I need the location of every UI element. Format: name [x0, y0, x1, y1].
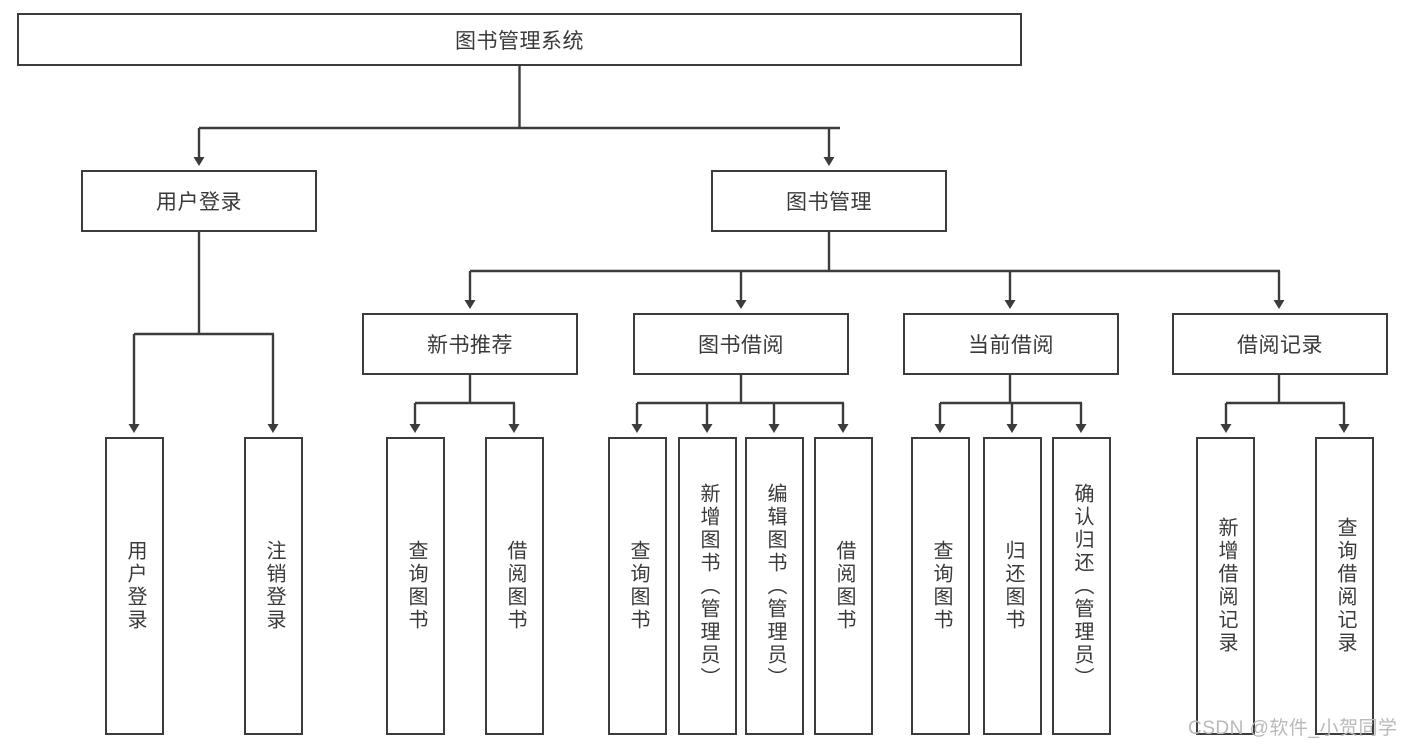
- leaf-add-book-label: 新增图书（管理员）: [697, 482, 719, 690]
- node-user-login-label: 用户登录: [156, 191, 242, 214]
- leaf-borrow-book-rec-label: 借阅图书: [504, 540, 526, 632]
- leaf-edit-book-label: 编辑图书（管理员）: [764, 482, 786, 690]
- leaf-query-record-label: 查询借阅记录: [1334, 517, 1356, 655]
- leaf-logout[interactable]: 注销登录: [244, 437, 303, 735]
- leaf-return-book-label: 归还图书: [1002, 540, 1024, 632]
- node-borrow-record-label: 借阅记录: [1237, 334, 1323, 357]
- leaf-user-login[interactable]: 用户登录: [105, 437, 164, 735]
- leaf-query-book-rec[interactable]: 查询图书: [386, 437, 445, 735]
- leaf-borrow-book-label: 借阅图书: [833, 540, 855, 632]
- leaf-edit-book[interactable]: 编辑图书（管理员）: [745, 437, 804, 735]
- leaf-borrow-book[interactable]: 借阅图书: [814, 437, 873, 735]
- leaf-query-book-cur[interactable]: 查询图书: [911, 437, 970, 735]
- leaf-add-record-label: 新增借阅记录: [1215, 517, 1237, 655]
- node-book-borrow[interactable]: 图书借阅: [633, 313, 849, 375]
- leaf-borrow-book-rec[interactable]: 借阅图书: [485, 437, 544, 735]
- node-book-manage-label: 图书管理: [786, 191, 872, 214]
- leaf-return-book[interactable]: 归还图书: [983, 437, 1042, 735]
- node-root-label: 图书管理系统: [455, 29, 584, 53]
- leaf-query-record[interactable]: 查询借阅记录: [1315, 437, 1374, 735]
- leaf-add-book[interactable]: 新增图书（管理员）: [678, 437, 737, 735]
- leaf-confirm-return-label: 确认归还（管理员）: [1071, 482, 1093, 690]
- leaf-query-book-borrow[interactable]: 查询图书: [608, 437, 667, 735]
- leaf-query-book-cur-label: 查询图书: [930, 540, 952, 632]
- leaf-confirm-return[interactable]: 确认归还（管理员）: [1052, 437, 1111, 735]
- node-user-login[interactable]: 用户登录: [81, 170, 317, 232]
- watermark: CSDN @软件_小贺同学: [1188, 718, 1398, 739]
- node-new-book-rec[interactable]: 新书推荐: [362, 313, 578, 375]
- node-root[interactable]: 图书管理系统: [17, 13, 1022, 66]
- leaf-user-login-label: 用户登录: [124, 540, 146, 632]
- node-current-borrow-label: 当前借阅: [968, 334, 1054, 357]
- leaf-logout-label: 注销登录: [263, 540, 285, 632]
- node-borrow-record[interactable]: 借阅记录: [1172, 313, 1388, 375]
- node-new-book-rec-label: 新书推荐: [427, 334, 513, 357]
- node-current-borrow[interactable]: 当前借阅: [903, 313, 1119, 375]
- leaf-query-book-borrow-label: 查询图书: [627, 540, 649, 632]
- node-book-manage[interactable]: 图书管理: [711, 170, 947, 232]
- leaf-add-record[interactable]: 新增借阅记录: [1196, 437, 1255, 735]
- leaf-query-book-rec-label: 查询图书: [405, 540, 427, 632]
- node-book-borrow-label: 图书借阅: [698, 334, 784, 357]
